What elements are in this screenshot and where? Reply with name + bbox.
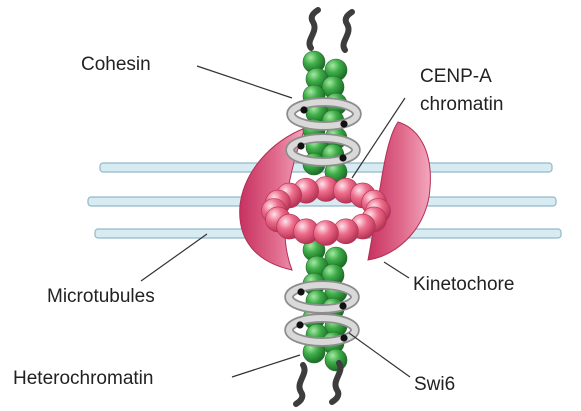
cenp-a-chromatin	[262, 177, 391, 246]
swi6-dot	[297, 288, 304, 295]
swi6-dot	[300, 106, 307, 113]
swi6-label: Swi6	[414, 374, 455, 395]
microtubules-label: Microtubules	[47, 286, 155, 307]
heterochromatin-leader	[232, 355, 300, 377]
heterochromatin-bead	[325, 349, 347, 371]
cenp-a-label-line1: CENP-A	[420, 66, 492, 87]
cohesin-leader	[197, 66, 292, 98]
swi6-dot	[296, 321, 303, 328]
swi6-dot	[340, 120, 347, 127]
cenp-a-label-line2: chromatin	[420, 94, 503, 115]
swi6-dot	[339, 302, 346, 309]
heterochromatin-label: Heterochromatin	[13, 368, 153, 389]
kinetochore-leader	[384, 262, 409, 278]
microtubules-leader	[141, 234, 207, 281]
swi6-dot	[340, 334, 347, 341]
cenp-a-bead	[314, 221, 339, 246]
kinetochore-label: Kinetochore	[413, 274, 514, 295]
dna-strand-top	[309, 10, 352, 50]
cohesin-label: Cohesin	[81, 54, 151, 75]
swi6-dot	[339, 154, 346, 161]
swi6-dot	[297, 142, 304, 149]
swi6-leader	[349, 333, 410, 377]
